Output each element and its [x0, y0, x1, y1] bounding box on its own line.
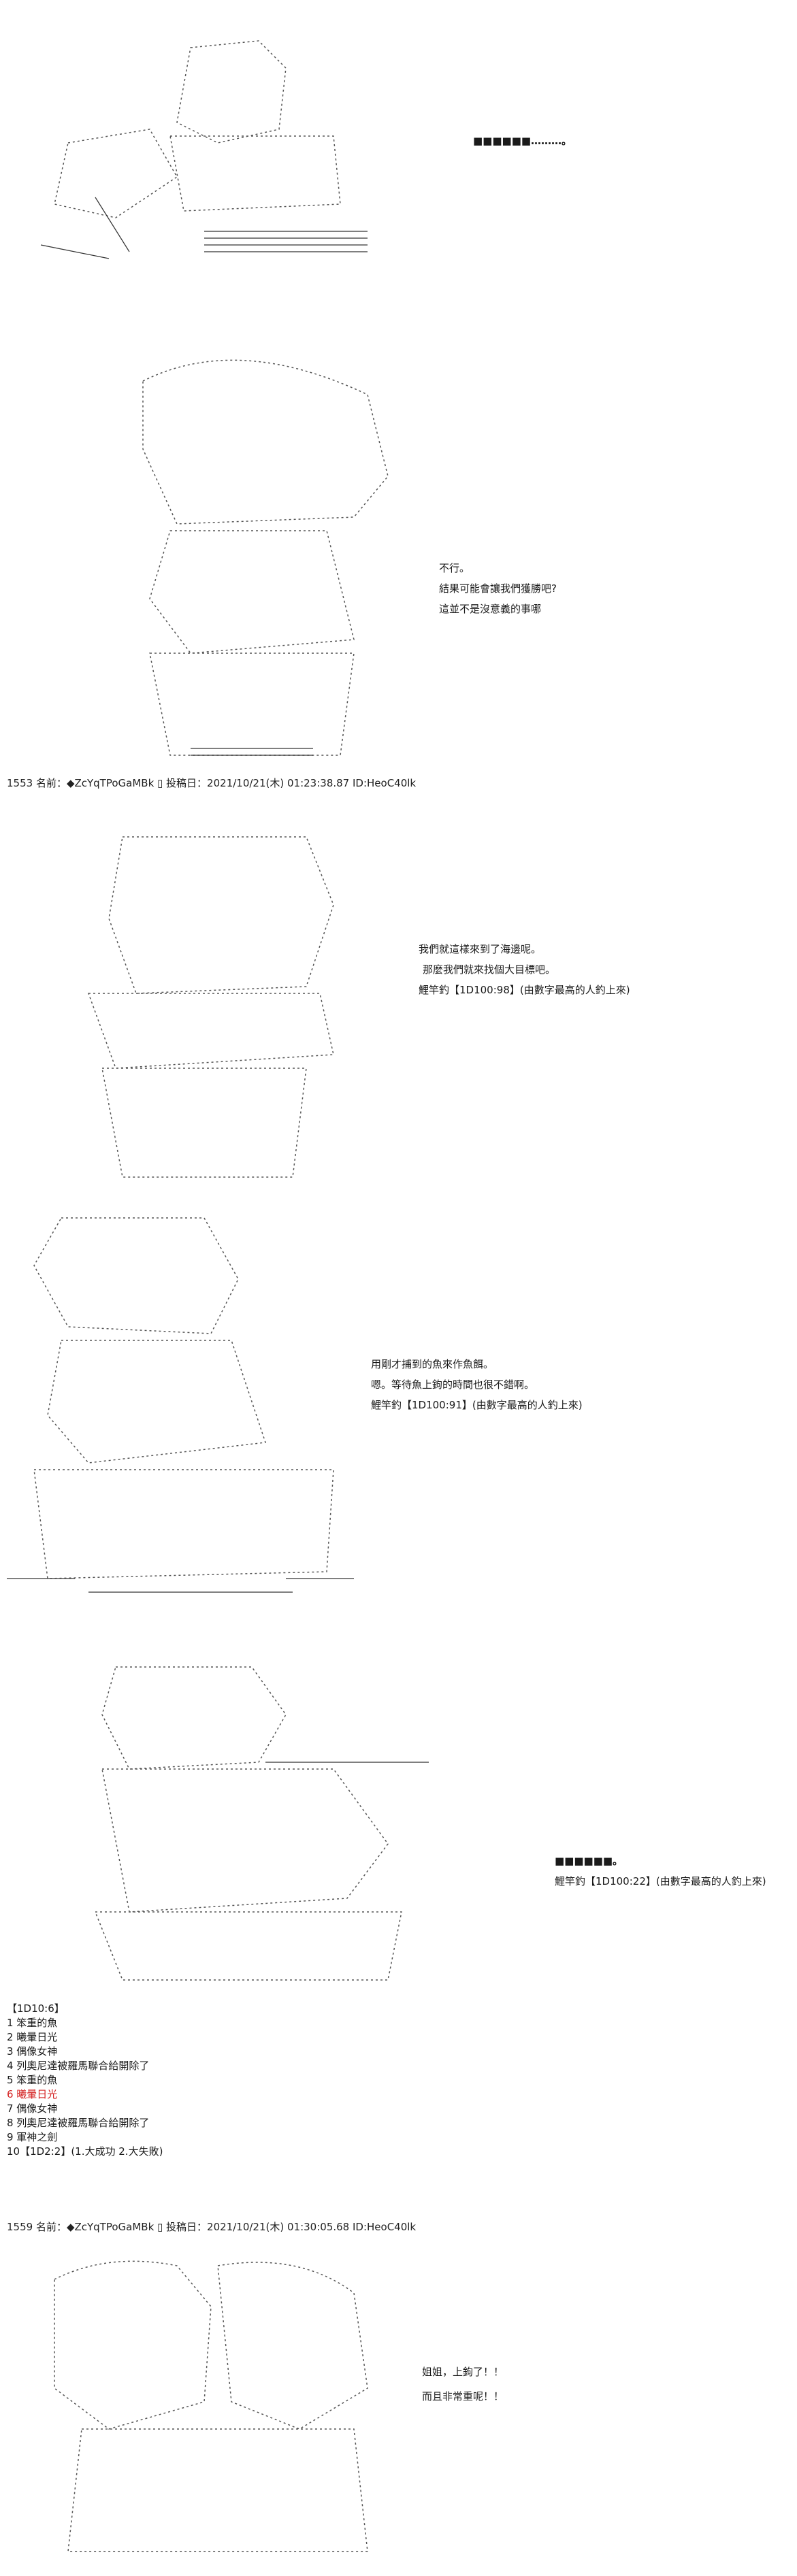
dialogue-line: 這並不是沒意義的事哪: [439, 603, 542, 615]
dialogue-line: 我們就這樣來到了海邊呢。: [419, 943, 542, 955]
scene-3: 我們就這樣來到了海邊呢。 那麼我們就來找個大目標吧。 鯉竿釣【1D100:98】…: [0, 816, 797, 1198]
scene-4: 用剛才捕到的魚來作魚餌。 嗯。等待魚上鉤的時間也很不錯啊。 鯉竿釣【1D100:…: [0, 1211, 797, 1619]
list-item: 3 偶像女神: [7, 2045, 58, 2058]
scene-6: 姐姐，上鉤了！！ 而且非常重呢！！: [0, 2245, 797, 2572]
scene-1: ■■■■■■………。: [0, 0, 797, 286]
dialogue-line: 結果可能會讓我們獲勝吧?: [439, 582, 557, 595]
list-item: 4 列奧尼達被羅馬聯合給開除了: [7, 2060, 150, 2072]
scene-4-dialogue: 用剛才捕到的魚來作魚餌。 嗯。等待魚上鉤的時間也很不錯啊。 鯉竿釣【1D100:…: [371, 1354, 583, 1415]
ascii-art-figure-girl: [41, 2252, 395, 2565]
list-item: 1 笨重的魚: [7, 2017, 58, 2029]
scene-1-caption: ■■■■■■………。: [473, 135, 572, 147]
ascii-art-figure-fishing: [7, 1211, 361, 1606]
list-item: 9 軍神之劍: [7, 2131, 58, 2143]
list-item: 10【1D2:2】(1.大成功 2.大失敗): [7, 2145, 163, 2158]
dialogue-line: ■■■■■■。: [555, 1855, 623, 1867]
list-item-highlighted: 6 曦暈日光: [7, 2088, 58, 2100]
scene-3-dialogue: 我們就這樣來到了海邊呢。 那麼我們就來找個大目標吧。 鯉竿釣【1D100:98】…: [419, 939, 630, 1000]
dialogue-line: 嗯。等待魚上鉤的時間也很不錯啊。: [371, 1378, 535, 1391]
roll-result-list: 【1D10:6】 1 笨重的魚 2 曦暈日光 3 偶像女神 4 列奧尼達被羅馬聯…: [7, 2002, 163, 2159]
post-header-1553: 1553 名前：◆ZcYqTPoGaMBk ▯ 投稿日：2021/10/21(木…: [7, 777, 417, 789]
scene-6-dialogue: 姐姐，上鉤了！！ 而且非常重呢！！: [422, 2360, 504, 2409]
dialogue-line: 姐姐，上鉤了！！: [422, 2366, 504, 2378]
list-item: 7 偶像女神: [7, 2102, 58, 2115]
dialogue-line: 鯉竿釣【1D100:22】(由數字最高的人釣上來): [555, 1875, 766, 1887]
roll-title: 【1D10:6】: [7, 2002, 65, 2015]
dialogue-line: 用剛才捕到的魚來作魚餌。: [371, 1358, 494, 1370]
list-item: 8 列奧尼達被羅馬聯合給開除了: [7, 2117, 150, 2129]
ascii-art-figure-seated: [68, 340, 408, 769]
ascii-art-figure-boat-rowing: [61, 1653, 436, 1994]
dialogue-line: 鯉竿釣【1D100:98】(由數字最高的人釣上來): [419, 984, 630, 996]
post-header-1559: 1559 名前：◆ZcYqTPoGaMBk ▯ 投稿日：2021/10/21(木…: [7, 2221, 417, 2233]
scene-5-dialogue: ■■■■■■。 鯉竿釣【1D100:22】(由數字最高的人釣上來): [555, 1851, 766, 1892]
scene-5: ■■■■■■。 鯉竿釣【1D100:22】(由數字最高的人釣上來): [0, 1647, 797, 2000]
list-item: 5 笨重的魚: [7, 2074, 58, 2086]
scene-2: 不行。 結果可能會讓我們獲勝吧? 這並不是沒意義的事哪: [0, 327, 797, 769]
dialogue-line: 鯉竿釣【1D100:91】(由數字最高的人釣上來): [371, 1399, 583, 1411]
dialogue-line: 不行。: [439, 562, 470, 574]
dialogue-line: 那麼我們就來找個大目標吧。: [423, 963, 556, 976]
ascii-art-figure-boat: [14, 27, 395, 272]
scene-2-dialogue: 不行。 結果可能會讓我們獲勝吧? 這並不是沒意義的事哪: [439, 558, 557, 619]
dialogue-line: 而且非常重呢！！: [422, 2390, 504, 2402]
ascii-art-figure-standing: [48, 823, 361, 1191]
list-item: 2 曦暈日光: [7, 2031, 58, 2043]
